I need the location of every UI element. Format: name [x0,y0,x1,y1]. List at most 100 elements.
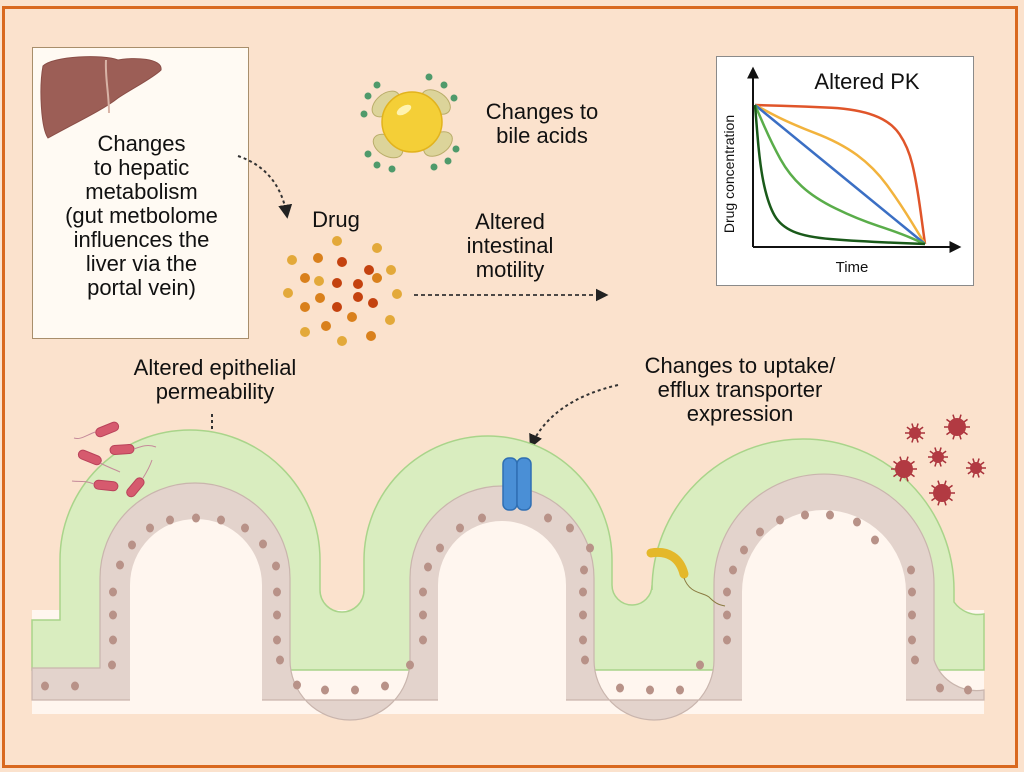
altered-pk-chart: Altered PK Time Drug concentration [716,56,974,286]
cell-nucleus [273,635,281,645]
virus-icon [905,423,925,443]
cell-nucleus [908,610,916,620]
cell-nucleus [351,685,359,695]
cell-nucleus [321,685,329,695]
cell-nucleus [41,681,49,691]
cell-nucleus [723,635,731,645]
rod-bacteria-icon [71,421,157,498]
cell-nucleus [579,635,587,645]
cell-nucleus [756,527,764,537]
hepatic-line: (gut metbolome [65,203,218,228]
pk-line-dark-green [753,104,926,246]
cell-nucleus [276,655,284,665]
cell-nucleus [406,660,414,670]
pk-line-blue [754,104,926,245]
cell-nucleus [424,562,432,572]
cell-nucleus [544,513,552,523]
cell-nucleus [964,685,972,695]
motility-line: Altered [475,209,545,234]
cell-nucleus [436,543,444,553]
cell-nucleus [871,535,879,545]
cell-nucleus [419,587,427,597]
cell-nucleus [579,587,587,597]
cell-nucleus [740,545,748,555]
villus-core [130,510,906,714]
permeability-line: Altered epithelial [133,355,297,380]
cell-nucleus [723,587,731,597]
cell-nucleus [696,660,704,670]
cell-nucleus [853,517,861,527]
cell-nucleus [419,635,427,645]
cell-nucleus [729,565,737,575]
cell-nucleus [241,523,249,533]
transporter-label: Changes to uptake/ efflux transporter ex… [620,354,860,426]
drug-label: Drug [312,207,360,232]
hepatic-line: to hepatic [93,155,190,180]
cell-nucleus [911,655,919,665]
hepatic-line: portal vein) [87,275,196,300]
cell-nucleus [801,510,809,520]
cell-nucleus [381,681,389,691]
cell-nucleus [908,635,916,645]
permeability-label: Altered epithelial permeability [100,356,330,404]
cell-nucleus [217,515,225,525]
virus-icon [929,480,955,506]
pk-plot [747,66,962,253]
cell-nucleus [273,587,281,597]
hepatic-line: liver via the [85,251,198,276]
x-axis-label: Time [835,259,869,276]
cell-nucleus [109,610,117,620]
motility-line: intestinal [466,233,554,258]
cell-nucleus [478,513,486,523]
motility-line: motility [475,257,545,282]
virus-icon [891,456,917,482]
virus-group [891,414,986,506]
cell-nucleus [166,515,174,525]
hepatic-line: influences the [73,227,210,252]
virus-icon [966,458,986,478]
bile-acids-label: Changes to bile acids [462,100,622,148]
cell-nucleus [580,565,588,575]
bile-line: bile acids [496,123,588,148]
cell-nucleus [109,587,117,597]
pk-line-red [754,103,927,245]
cell-nucleus [259,539,267,549]
cell-nucleus [273,610,281,620]
cell-nucleus [676,685,684,695]
virus-icon [928,447,948,467]
cell-nucleus [128,540,136,550]
pk-line-orange [754,103,927,245]
cell-nucleus [272,561,280,571]
chart-title: Altered PK [814,69,920,94]
permeability-line: permeability [155,379,275,404]
liver-icon [40,56,162,139]
cell-nucleus [108,660,116,670]
cell-nucleus [456,523,464,533]
virus-icon [944,414,970,440]
curved-bacterium-icon [646,547,726,607]
cell-nucleus [586,543,594,553]
cell-nucleus [936,683,944,693]
motility-label: Altered intestinal motility [440,210,580,282]
cell-nucleus [146,523,154,533]
cell-nucleus [826,510,834,520]
cell-nucleus [723,610,731,620]
hepatic-metabolism-panel: Changes to hepatic metabolism (gut metbo… [32,47,249,339]
cell-nucleus [419,610,427,620]
cell-nucleus [116,560,124,570]
transporter-line: expression [686,401,794,426]
hepatic-label: Changes to hepatic metabolism (gut metbo… [33,132,250,300]
bile-line: Changes to [485,99,599,124]
transporter-line: efflux transporter [657,377,823,402]
cell-nucleus [566,523,574,533]
cell-nucleus [907,565,915,575]
cell-nucleus [616,683,624,693]
hepatic-line: Changes [97,131,186,156]
cell-nucleus [646,685,654,695]
cell-nucleus [776,515,784,525]
transporter-protein-icon [502,457,532,511]
cell-nucleus [71,681,79,691]
pk-line-green [753,104,926,246]
hepatic-line: metabolism [85,179,198,204]
